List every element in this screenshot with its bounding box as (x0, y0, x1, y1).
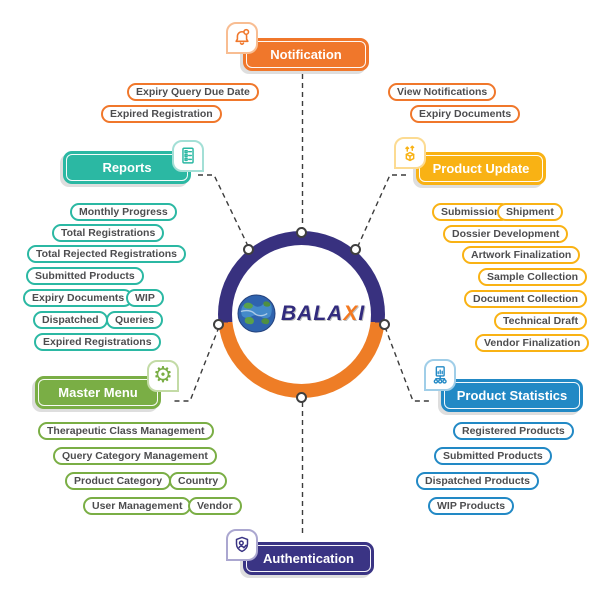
menu-item-pill: Expired Registrations (34, 333, 161, 351)
menu-item-pill: Product Category (65, 472, 172, 490)
connector-product-update (357, 174, 406, 247)
branch-label-master-menu: Master Menu (58, 385, 138, 400)
brand-logo-text: BALAXI (281, 302, 365, 326)
menu-item-pill: Dispatched Products (416, 472, 540, 490)
menu-item-pill: Total Rejected Registrations (27, 245, 187, 263)
menu-item-pill: Vendor (188, 497, 242, 515)
ring-node-left (213, 319, 224, 330)
menu-item-pill: WIP (126, 289, 164, 307)
menu-item-pill: Registered Products (453, 422, 574, 440)
menu-item-pill: Artwork Finalization (462, 246, 581, 264)
menu-item-pill: WIP Products (428, 497, 515, 515)
gear-icon: ⚙ (147, 360, 179, 392)
menu-item-pill: Monthly Progress (70, 203, 177, 221)
menu-item-pill: View Notifications (388, 83, 497, 101)
menu-item-pill: Dispatched (33, 311, 108, 329)
menu-item-pill: Technical Draft (494, 312, 588, 330)
ring-node-right (379, 319, 390, 330)
branch-label-reports: Reports (102, 160, 152, 175)
branch-header-product-update: Product Update (416, 152, 546, 185)
branch-header-master-menu: Master Menu (35, 376, 161, 409)
menu-item-pill: User Management (83, 497, 192, 515)
branch-label-product-update: Product Update (432, 161, 530, 176)
menu-item-pill: Submitted Products (26, 267, 144, 285)
menu-item-pill: Queries (106, 311, 164, 329)
menu-item-pill: Submitted Products (434, 447, 552, 465)
ring-node-bottom (296, 392, 307, 403)
menu-item-pill: Expiry Query Due Date (127, 83, 259, 101)
menu-item-pill: Query Category Management (53, 447, 217, 465)
menu-item-pill: Therapeutic Class Management (38, 422, 214, 440)
menu-item-pill: Shipment (497, 203, 563, 221)
connector-product-statistics (384, 326, 431, 402)
bell-icon (226, 22, 258, 54)
shield-user-icon (226, 529, 258, 561)
menu-item-pill: Expiry Documents (410, 105, 521, 123)
branch-label-product-statistics: Product Statistics (456, 388, 568, 403)
globe-icon (237, 294, 276, 333)
menu-item-pill: Total Registrations (52, 224, 165, 242)
brand-prefix: BALA (281, 302, 344, 325)
branch-header-notification: Notification (243, 38, 369, 71)
menu-item-pill: Expired Registration (101, 105, 222, 123)
menu-item-pill: Submission (432, 203, 510, 221)
branch-header-authentication: Authentication (243, 542, 374, 575)
brand-accent-letter: X (343, 302, 359, 325)
ring-node-upper-left (243, 244, 254, 255)
ring-node-upper-right (350, 244, 361, 255)
branch-label-authentication: Authentication (263, 551, 354, 566)
connector-reports (198, 174, 249, 247)
menu-item-pill: Expiry Documents (23, 289, 134, 307)
package-shipment-icon (394, 137, 426, 169)
menu-item-pill: Country (169, 472, 228, 490)
connector-master-menu (171, 326, 220, 402)
report-document-icon (172, 140, 204, 172)
statistics-chart-icon (424, 359, 456, 391)
menu-item-pill: Sample Collection (478, 268, 588, 286)
menu-item-pill: Document Collection (464, 290, 588, 308)
ring-node-top (296, 227, 307, 238)
branch-label-notification: Notification (270, 47, 342, 62)
menu-item-pill: Vendor Finalization (475, 334, 590, 352)
central-ring (218, 231, 385, 398)
branch-header-product-statistics: Product Statistics (441, 379, 583, 412)
brand-suffix: I (358, 302, 366, 325)
menu-item-pill: Dossier Development (443, 225, 569, 243)
branch-header-reports: Reports (63, 151, 191, 184)
